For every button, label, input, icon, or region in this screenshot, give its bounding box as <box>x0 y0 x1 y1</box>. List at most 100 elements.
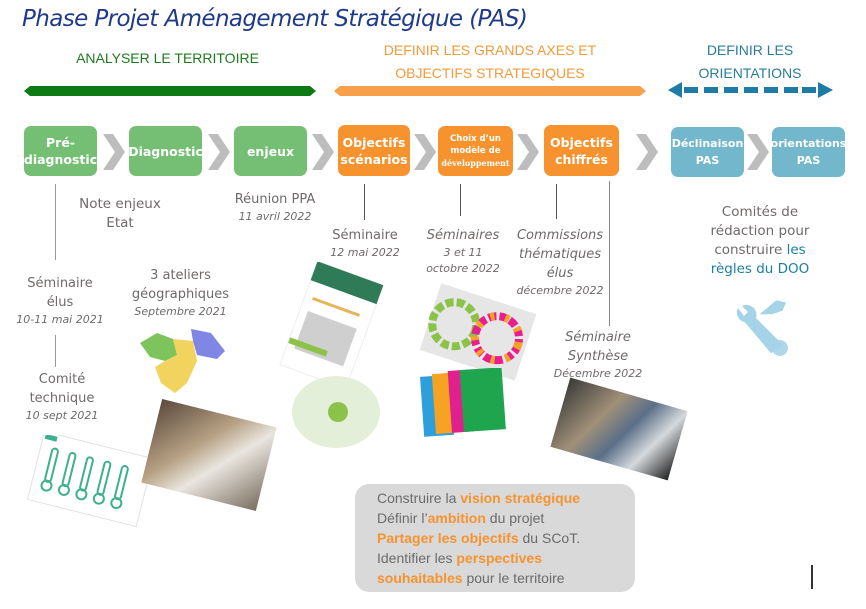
note-date: 10 sept 2021 <box>25 409 99 422</box>
note-line: Réunion PPA <box>234 192 316 207</box>
map-image <box>140 329 225 393</box>
phase-label-text: ANALYSER LE TERRITOIRE <box>76 50 259 66</box>
note-seminaires-octobre: Séminaires 3 et 11 octobre 2022 <box>413 226 513 277</box>
chevron-right-icon <box>312 134 334 170</box>
summary-text-highlight: perspectives <box>456 550 542 566</box>
connector-line <box>364 184 365 220</box>
note-seminaire-mai: Séminaire 12 mai 2022 <box>320 226 410 261</box>
note-seminaire-synthese: Séminaire Synthèse Décembre 2022 <box>548 328 648 382</box>
note-line: Etat <box>106 215 134 231</box>
step-choix-modele: Choix d’un modèle de développement <box>438 126 513 176</box>
phase-label-orientations: DEFINIR LES ORIENTATIONS <box>670 39 830 85</box>
blue-dashed-double-arrow <box>668 82 833 98</box>
step-label-line2: modèle de <box>450 146 501 156</box>
workshop-photo <box>141 399 277 511</box>
note-line: Synthèse <box>567 349 629 364</box>
seminar-synthese-photo <box>550 377 688 481</box>
summary-text-plain: du projet <box>485 510 545 526</box>
summary-text-highlight: vision stratégique <box>460 490 581 506</box>
connector-line <box>556 184 557 219</box>
summary-text-plain: Identifier les <box>377 550 457 566</box>
note-line: construire les <box>700 241 820 260</box>
note-date: Septembre 2021 <box>134 305 227 318</box>
note-line: Séminaire <box>332 228 398 243</box>
summary-text-plain: Définir l’ <box>377 510 428 526</box>
chevron-right-icon <box>747 134 769 170</box>
phase-label-line2: ORIENTATIONS <box>698 65 802 81</box>
chevron-right-icon <box>517 134 539 170</box>
summary-text-highlight: Partager les objectifs <box>377 530 519 546</box>
note-seminaire-elus: Séminaire élus 10-11 mai 2021 <box>10 274 110 328</box>
step-label-line1: Déclinaison <box>671 137 744 150</box>
note-line: Séminaire <box>27 276 93 291</box>
note-date: 11 avril 2022 <box>238 210 312 223</box>
note-line: Note enjeux <box>79 196 161 212</box>
note-line: rédaction pour <box>710 223 810 239</box>
summary-line: Construire la vision stratégique <box>377 488 635 508</box>
note-highlight: règles du DOO <box>710 261 810 277</box>
note-line: technique <box>29 391 95 406</box>
note-comites-redaction: Comités de rédaction pour construire les… <box>700 203 820 279</box>
step-label-line2: scénarios <box>340 151 408 167</box>
note-line: élus <box>546 266 574 281</box>
connector-line <box>609 181 610 326</box>
step-label-line3: développement <box>441 158 510 168</box>
page-title: Phase Projet Aménagement Stratégique (PA… <box>22 6 528 32</box>
connector-line <box>55 335 56 367</box>
note-line: géographiques <box>131 287 230 302</box>
summary-text-plain: pour le territoire <box>462 570 565 586</box>
step-label-line1: Objectifs <box>342 134 406 150</box>
note-date: 12 mai 2022 <box>330 246 400 259</box>
note-date: 3 et 11 <box>443 246 483 259</box>
note-text: construire <box>714 242 787 258</box>
summary-text-plain: du SCoT. <box>518 530 581 546</box>
note-date: décembre 2022 <box>516 284 604 297</box>
step-label-line2: diagnostic <box>23 152 98 167</box>
orange-double-arrow <box>334 86 646 96</box>
summary-line: Partager les objectifs du SCoT. <box>377 528 635 548</box>
step-label-line1: Choix d’un <box>450 134 501 144</box>
step-label-line1: enjeux <box>246 143 295 159</box>
connector-line <box>460 184 461 216</box>
green-double-arrow <box>24 86 316 96</box>
note-ateliers-geographiques: 3 ateliers géographiques Septembre 2021 <box>123 266 238 320</box>
note-line: Séminaire <box>565 330 631 345</box>
note-highlight: les <box>786 242 806 258</box>
step-label-line2: PAS <box>695 154 720 167</box>
note-date: octobre 2022 <box>426 262 500 275</box>
step-diagnostic: Diagnostic <box>128 126 203 176</box>
summary-line: Définir l’ambition du projet <box>377 508 635 528</box>
phase-label-line1: DEFINIR LES GRANDS AXES ET <box>383 42 597 58</box>
note-line: Commissions <box>516 228 604 243</box>
phase-label-line1: DEFINIR LES <box>706 42 794 58</box>
step-label-line2: PAS <box>796 154 821 167</box>
note-line: Comité <box>38 372 86 387</box>
chevron-right-icon <box>208 134 230 170</box>
phase-label-line2: OBJECTIFS STRATEGIQUES <box>395 65 585 81</box>
note-comite-technique: Comité technique 10 sept 2021 <box>12 370 112 424</box>
note-line: Comités de <box>721 204 799 220</box>
note-line: Séminaires <box>426 228 500 243</box>
note-reunion-ppa: Réunion PPA 11 avril 2022 <box>225 190 325 225</box>
summary-line: souhaitables pour le territoire <box>377 568 635 588</box>
chevron-right-icon <box>636 134 658 170</box>
note-commissions-thematiques: Commissions thématiques élus décembre 20… <box>510 226 610 299</box>
step-label-line1: Diagnostic <box>128 143 203 159</box>
divider-mark <box>811 565 813 589</box>
summary-text-plain: Construire la <box>377 490 461 506</box>
note-date: Décembre 2022 <box>553 367 643 380</box>
note-line: 3 ateliers <box>150 268 211 283</box>
step-label-line1: Pré- <box>46 135 75 150</box>
summary-text-highlight: souhaitables <box>377 570 463 586</box>
summary-box: Construire la vision stratégique Définir… <box>355 484 635 592</box>
chevron-right-icon <box>414 134 436 170</box>
phase-label-analyser: ANALYSER LE TERRITOIRE <box>20 47 315 70</box>
note-enjeux-etat: Note enjeux Etat <box>70 195 170 233</box>
summary-line: Identifier les perspectives <box>377 548 635 568</box>
step-label-line1: Objectifs <box>550 134 613 150</box>
seminar-documents-image <box>279 262 384 448</box>
connector-line <box>55 184 56 260</box>
